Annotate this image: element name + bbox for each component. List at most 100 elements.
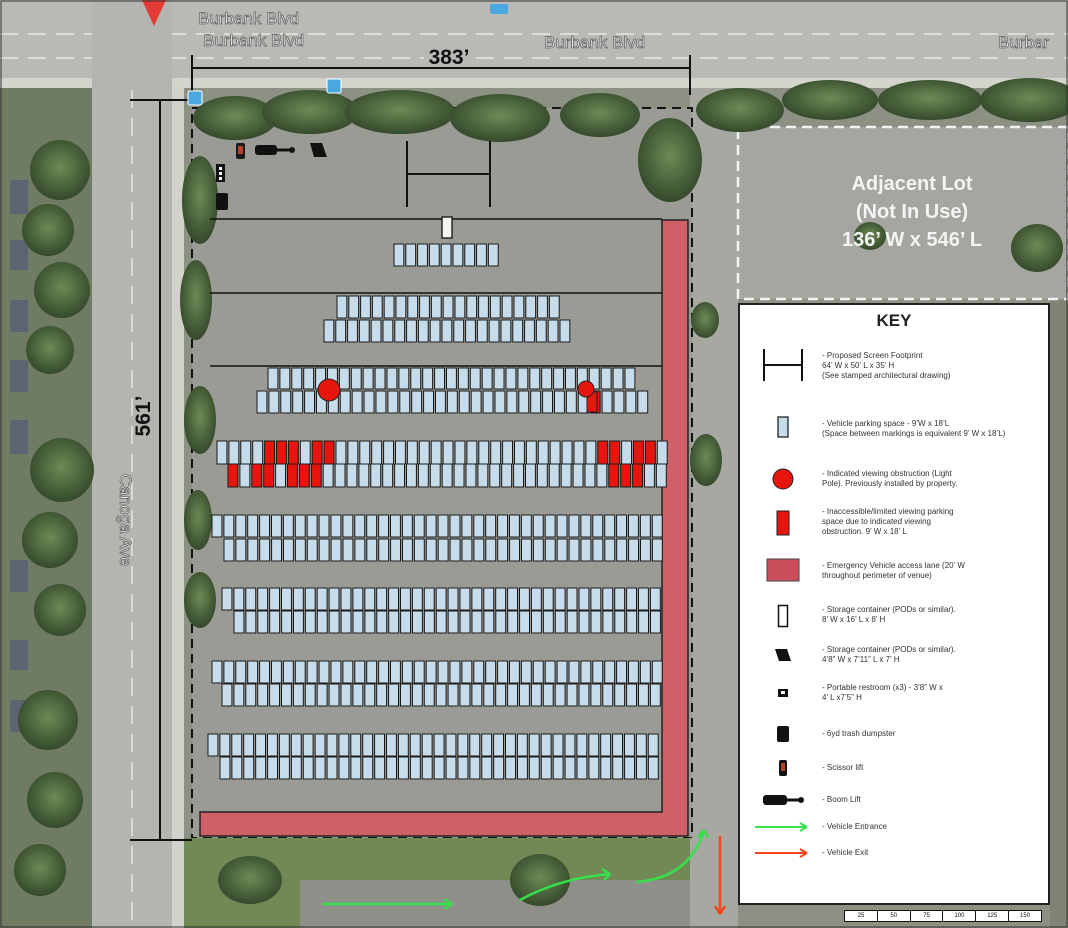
- parking-space: [207, 733, 219, 757]
- parking-space: [271, 514, 282, 538]
- parking-space: [644, 463, 655, 488]
- key-item-parking: - Vehicle parking space - 9’W x 18’L (Sp…: [740, 413, 1048, 441]
- parking-space: [435, 390, 446, 414]
- parking-space: [334, 463, 346, 488]
- parking-space: [518, 390, 530, 414]
- limited-parking-space: [632, 463, 643, 488]
- vehicle-exit-arrow: [713, 836, 727, 915]
- parking-space: [418, 440, 430, 465]
- parking-space: [638, 587, 649, 611]
- parking-space: [505, 367, 517, 390]
- parking-space: [509, 514, 520, 538]
- parking-space: [434, 367, 446, 390]
- parking-space: [354, 514, 366, 538]
- parking-space: [425, 538, 437, 562]
- parking-space: [269, 610, 281, 634]
- key-text: - Vehicle Entrance: [822, 822, 887, 831]
- parking-space: [219, 733, 231, 757]
- parking-space: [366, 660, 378, 684]
- parking-space: [497, 660, 509, 684]
- parking-space: [358, 463, 370, 488]
- dumpster: [216, 193, 228, 210]
- parking-space: [292, 683, 304, 707]
- width-dimension: 383’: [429, 46, 470, 69]
- parking-space: [394, 463, 406, 488]
- parking-space: [219, 756, 231, 780]
- parking-space: [446, 390, 458, 414]
- parking-space: [279, 367, 291, 390]
- parking-space: [554, 610, 566, 634]
- key-item-emergency-lane: - Emergency Vehicle access lane (20’ W t…: [740, 555, 1048, 585]
- parking-space: [495, 683, 507, 707]
- parking-space: [459, 683, 471, 707]
- parking-space: [388, 610, 400, 634]
- parking-space: [602, 683, 614, 707]
- parking-space: [535, 319, 547, 343]
- parking-space: [257, 683, 269, 707]
- parking-space: [481, 756, 493, 780]
- burbank-blvd-road: [0, 0, 1068, 78]
- parking-space: [442, 295, 454, 319]
- light-pole-icon: [748, 465, 818, 493]
- parking-space: [554, 587, 566, 611]
- parking-space: [520, 660, 532, 684]
- parking-space: [387, 390, 399, 414]
- parking-space: [638, 683, 649, 707]
- parking-space: [637, 390, 649, 414]
- key-text: - Storage container (PODs or similar). 8…: [822, 605, 956, 624]
- parking-space: [502, 440, 514, 465]
- parking-space: [465, 319, 476, 343]
- small-storage-icon: [748, 643, 818, 667]
- parking-space: [306, 660, 318, 684]
- parking-space: [231, 733, 243, 757]
- parking-space: [390, 660, 401, 684]
- parking-space: [245, 683, 257, 707]
- parking-space: [267, 756, 279, 780]
- parking-space: [437, 660, 449, 684]
- parking-space: [239, 463, 251, 488]
- parking-space: [614, 683, 626, 707]
- parking-space: [604, 538, 616, 562]
- key-text: - Proposed Screen Footprint 64’ W x 50’ …: [822, 351, 951, 380]
- entrance-arrow-icon: [748, 817, 818, 837]
- parking-space: [639, 660, 651, 684]
- parking-space: [541, 367, 553, 390]
- parking-space: [493, 733, 505, 757]
- parking-space: [549, 440, 561, 465]
- parking-space: [388, 683, 400, 707]
- parking-space: [409, 756, 421, 780]
- parking-space: [626, 587, 637, 611]
- parking-space: [588, 733, 600, 757]
- parking-space: [476, 319, 488, 343]
- parking-space: [386, 733, 397, 757]
- parking-space: [554, 683, 566, 707]
- light-pole: [577, 380, 595, 398]
- tree-canopy-left: [14, 140, 94, 896]
- scale-tick: 100: [943, 911, 977, 921]
- boom-lift-icon: [748, 789, 818, 811]
- parking-space: [430, 295, 442, 319]
- parking-space: [525, 295, 537, 319]
- parking-space: [590, 587, 602, 611]
- parking-space: [566, 610, 578, 634]
- parking-space: [542, 587, 554, 611]
- parking-space: [514, 440, 525, 465]
- street-label-canoga: Canoga Ave: [116, 474, 135, 566]
- key-item-limited-space: - Inaccessible/limited viewing parking s…: [740, 505, 1048, 541]
- parking-space: [223, 660, 235, 684]
- parking-space: [489, 295, 501, 319]
- parking-space: [435, 610, 447, 634]
- parking-space: [600, 367, 612, 390]
- parking-space: [493, 367, 505, 390]
- parking-space: [278, 733, 290, 757]
- parking-space: [409, 733, 421, 757]
- parking-space: [464, 243, 476, 267]
- parking-space: [290, 756, 302, 780]
- parking-space: [447, 610, 459, 634]
- parking-space: [340, 683, 352, 707]
- parking-space: [318, 660, 330, 684]
- parking-space: [449, 660, 461, 684]
- parking-space: [406, 440, 418, 465]
- parking-space: [578, 683, 590, 707]
- parking-space: [573, 440, 585, 465]
